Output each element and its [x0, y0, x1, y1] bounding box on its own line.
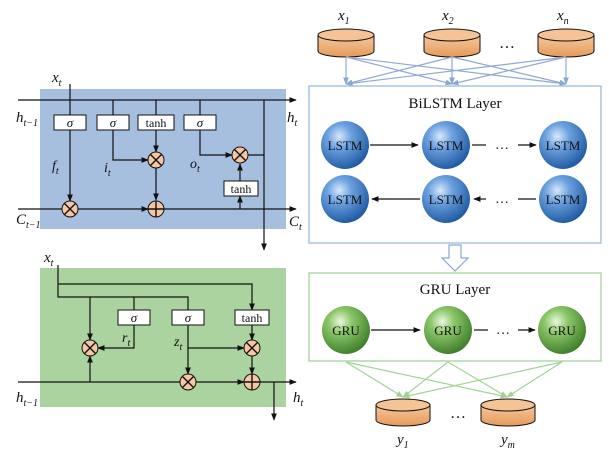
lstm-f-label: ft	[52, 159, 59, 177]
svg-text:LSTM: LSTM	[546, 192, 581, 207]
gru-input-x-label: xt	[43, 250, 54, 269]
svg-text:LSTM: LSTM	[429, 192, 464, 207]
gru-ellipsis: …	[496, 323, 510, 338]
gru-hidden-add-op	[243, 373, 261, 391]
input-ellipsis: …	[499, 35, 515, 52]
gru-layer: GRU Layer GRU GRU GRU …	[308, 272, 602, 362]
gru-node-2: GRU	[424, 306, 472, 354]
lstm-backward-ellipsis: …	[495, 192, 509, 207]
lstm-input-multiply-op	[147, 151, 165, 169]
lstm-h-prev-label: ht−1	[16, 110, 38, 129]
lstm-node-backward-1: LSTM	[321, 175, 369, 223]
lstm-node-forward-2: LSTM	[422, 121, 470, 169]
input-connections	[343, 56, 569, 87]
lstm-node-forward-1: LSTM	[321, 121, 369, 169]
svg-text:GRU: GRU	[434, 323, 462, 338]
lstm-node-backward-3: LSTM	[539, 175, 587, 223]
input-layer: x1 x2 xn …	[317, 8, 595, 87]
bilstm-layer-title: BiLSTM Layer	[409, 96, 502, 112]
input-cylinder-n	[537, 28, 595, 58]
lstm-cell: xt ht−1 ht σ σ tanh σ ft it ot Ct−1	[16, 70, 302, 251]
input-xn-label: xn	[556, 8, 569, 27]
gru-x-bus	[57, 265, 189, 310]
lstm-forward-ellipsis: …	[495, 138, 509, 153]
output-connections	[345, 361, 563, 399]
lstm-o-label: ot	[190, 157, 200, 175]
gru-h-prev-label: ht−1	[16, 390, 38, 409]
output-y1-label: y1	[395, 432, 409, 451]
lstm-output-tanh-box	[223, 180, 259, 197]
gru-x-tanh	[58, 283, 255, 311]
gru-z-label: zt	[173, 335, 182, 353]
lstm-candidate-tanh-label: tanh	[146, 116, 167, 130]
lstm-input-gate-label: σ	[110, 115, 117, 130]
svg-text:GRU: GRU	[332, 323, 360, 338]
bilstm-layer: BiLSTM Layer LSTM LSTM LSTM … LSTM LSTM	[308, 85, 602, 244]
svg-text:LSTM: LSTM	[546, 138, 581, 153]
lstm-output-multiply-op	[231, 146, 249, 164]
gru-update-multiply-op	[243, 339, 261, 357]
input-x1-label: x1	[337, 8, 350, 27]
lstm-cell-add-op	[147, 200, 165, 218]
lstm-node-backward-2: LSTM	[422, 175, 470, 223]
svg-text:LSTM: LSTM	[328, 192, 363, 207]
lstm-forget-gate-label: σ	[67, 115, 74, 130]
lstm-forget-multiply-op	[61, 200, 79, 218]
output-ellipsis: …	[450, 405, 466, 422]
gru-candidate-tanh-label: tanh	[242, 311, 263, 325]
lstm-node-forward-3: LSTM	[539, 121, 587, 169]
gru-node-1: GRU	[322, 306, 370, 354]
lstm-i-label: it	[104, 161, 111, 179]
gru-layer-title: GRU Layer	[420, 282, 490, 298]
gru-reset-multiply-op	[81, 339, 99, 357]
bilstm-to-gru-arrow	[440, 244, 470, 272]
input-cylinder-2	[423, 28, 481, 58]
gru-update-gate-label: σ	[185, 310, 192, 325]
lstm-input-x-label: xt	[51, 70, 62, 89]
lstm-output-gate-label: σ	[197, 115, 204, 130]
lstm-c-out-label: Ct	[289, 214, 302, 233]
output-ym-label: ym	[499, 432, 515, 451]
output-layer: … y1 ym	[345, 361, 563, 451]
gru-r-path	[97, 325, 135, 351]
svg-text:LSTM: LSTM	[429, 138, 464, 153]
lstm-c-prev-label: Ct−1	[16, 212, 41, 231]
output-cylinder-1	[375, 398, 431, 427]
gru-hidden-multiply-op	[179, 373, 197, 391]
input-x2-label: x2	[441, 8, 454, 27]
lstm-i-path	[112, 130, 149, 163]
gru-h-out-label: ht	[293, 390, 304, 409]
output-cylinder-m	[480, 398, 536, 427]
gru-r-label: rt	[122, 331, 130, 349]
svg-text:LSTM: LSTM	[328, 138, 363, 153]
lstm-output-tanh-label: tanh	[231, 182, 252, 196]
gru-reset-gate-label: σ	[131, 310, 138, 325]
input-cylinder-1	[317, 28, 375, 58]
gru-cell: xt ht−1 ht σ rt σ zt tanh	[16, 250, 304, 421]
svg-text:GRU: GRU	[548, 323, 576, 338]
lstm-o-path	[199, 130, 233, 158]
lstm-h-out-label: ht	[287, 110, 298, 129]
gru-node-3: GRU	[538, 306, 586, 354]
